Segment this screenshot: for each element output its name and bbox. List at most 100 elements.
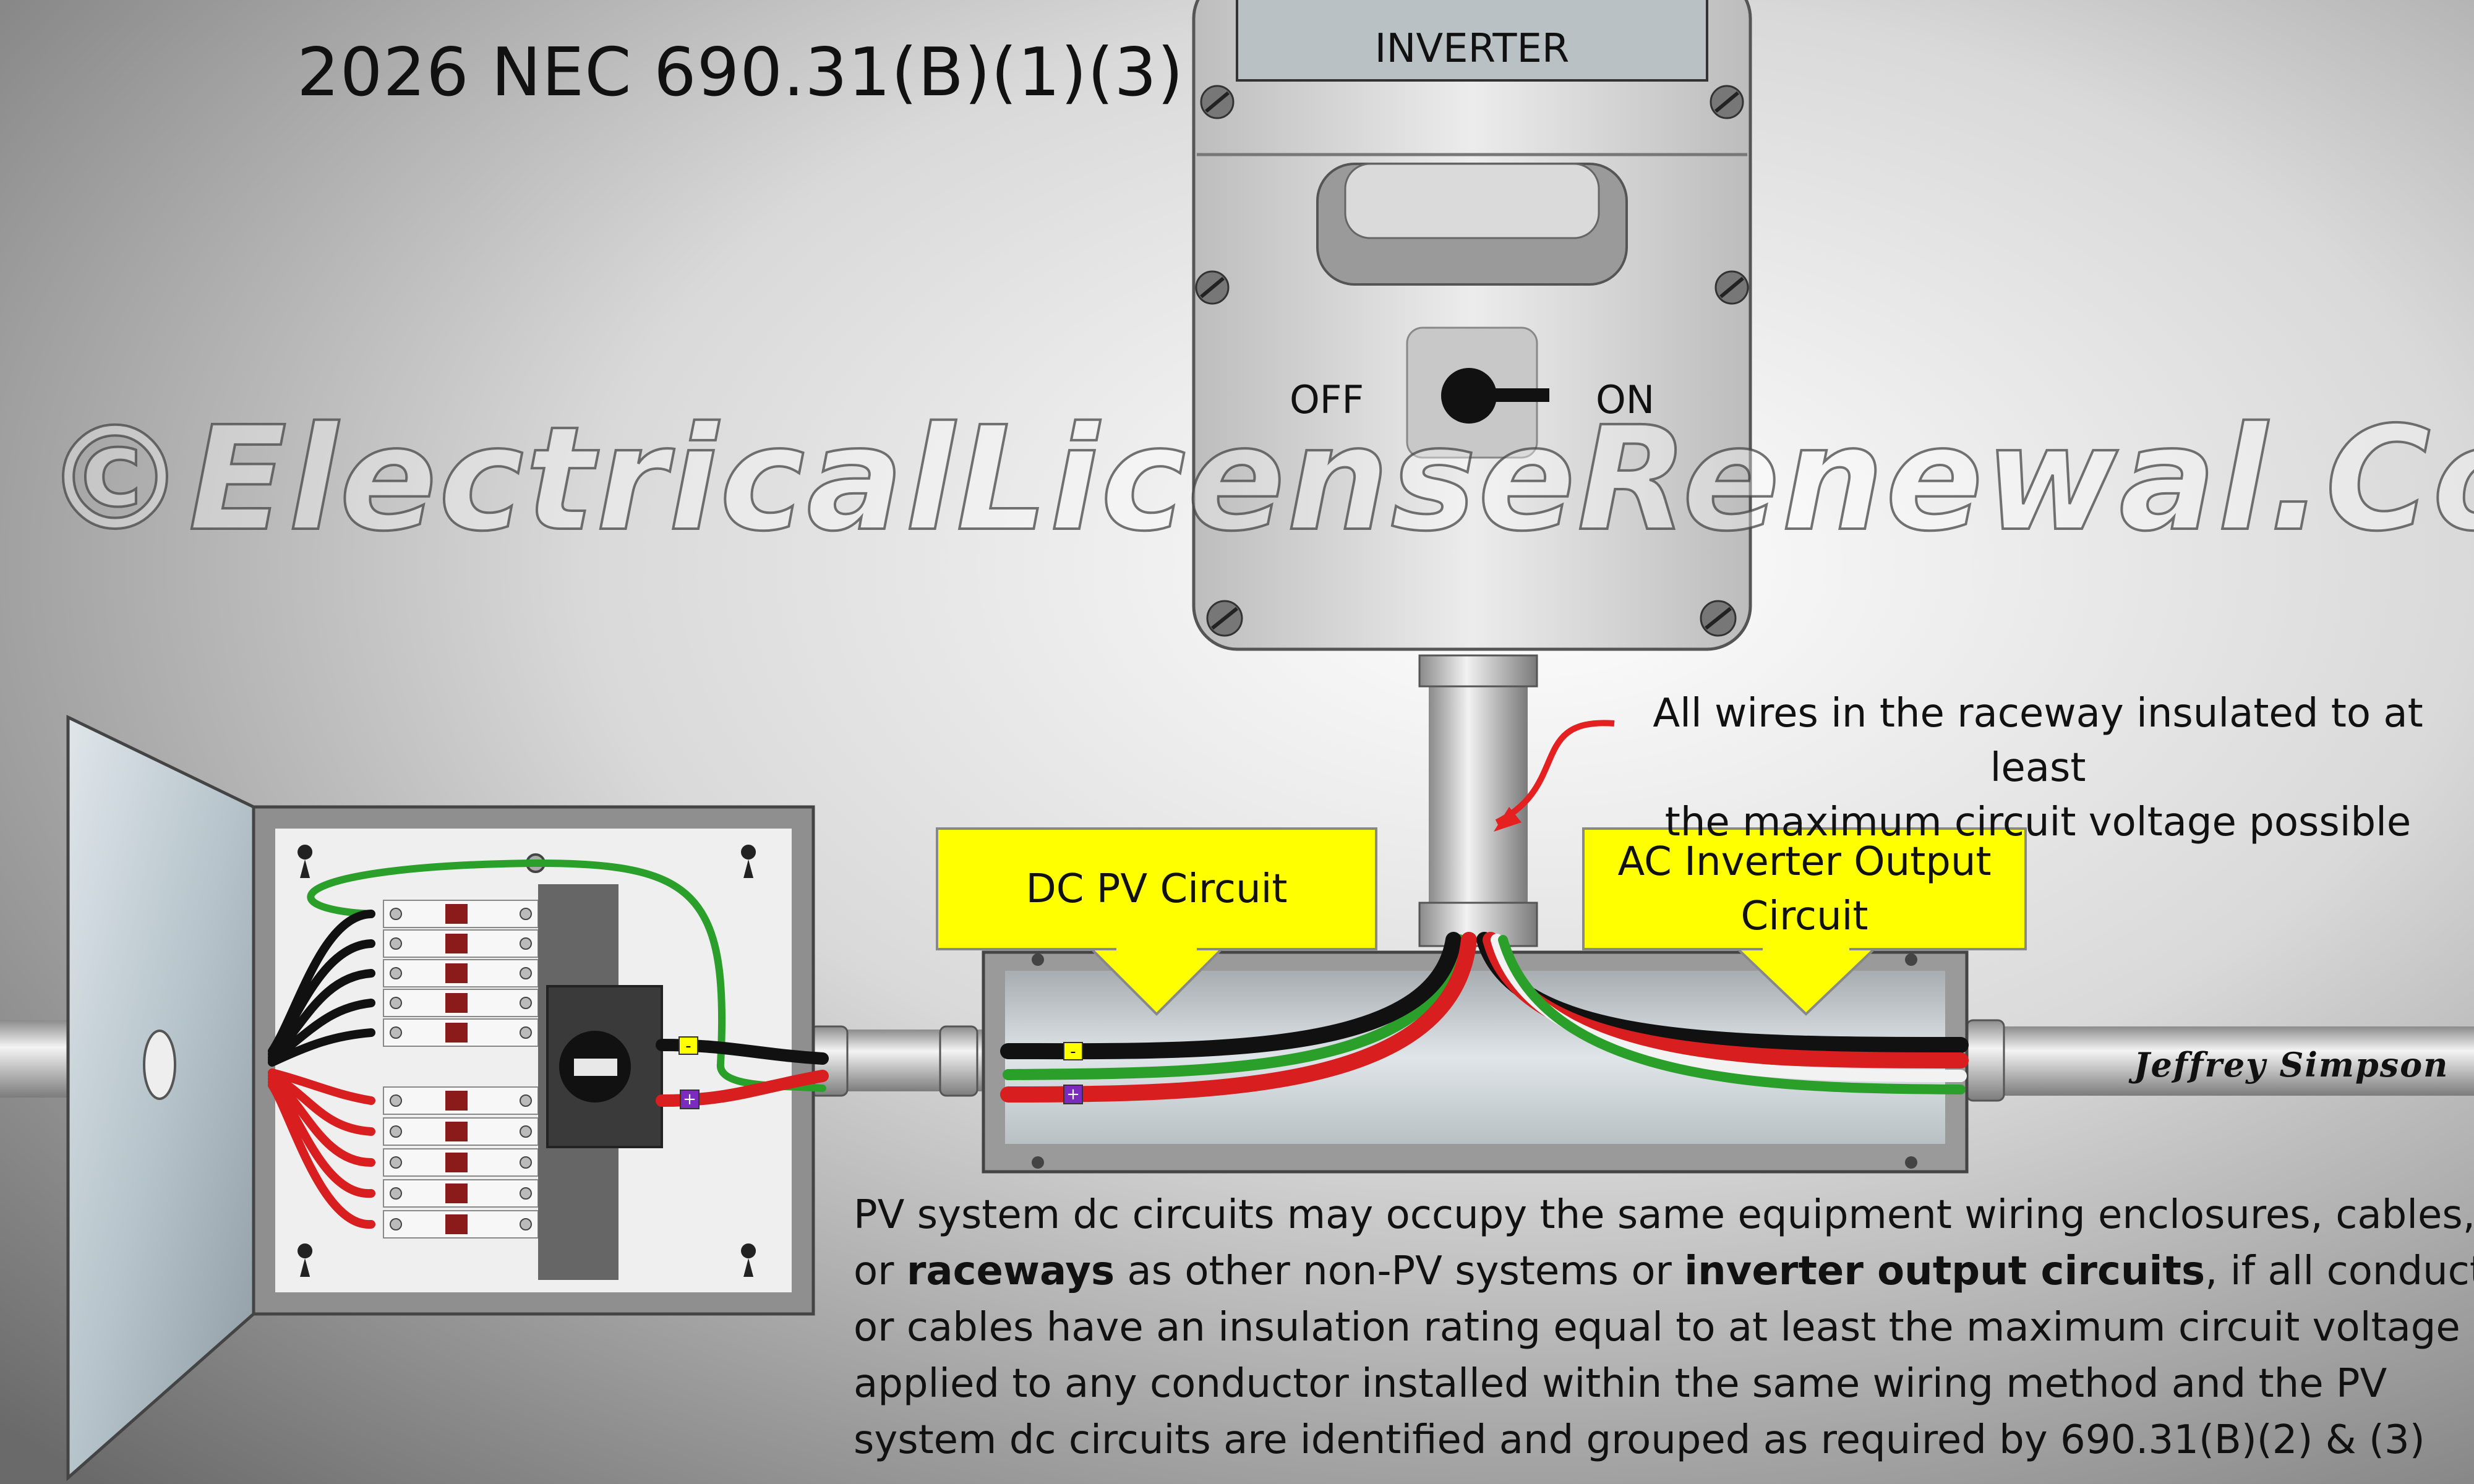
positive-wire	[268, 1075, 375, 1167]
positive-wire	[268, 1068, 375, 1105]
right-conduit	[1961, 1026, 2474, 1096]
ac-green-wire	[1498, 935, 1966, 1094]
terminal-screw-icon	[390, 1187, 402, 1200]
terminal-screw-icon	[390, 908, 402, 920]
fuse-indicator	[445, 1153, 468, 1172]
terminal-screw-icon	[520, 967, 532, 979]
dc-callout-box	[936, 827, 1377, 1016]
emphasis-inverter-output: inverter output circuits	[1684, 1248, 2206, 1294]
ground-wire	[307, 859, 826, 1092]
terminal-screw-icon	[520, 1187, 532, 1200]
raceway-note: All wires in the raceway insulated to at…	[1614, 686, 2462, 850]
dc-disconnect-knob-bar[interactable]	[574, 1059, 617, 1076]
door-latch-icon[interactable]	[143, 1030, 176, 1100]
terminal-screw-icon	[520, 1094, 532, 1107]
ac-label-line: AC Inverter Output	[1617, 838, 1992, 885]
ac-callout-box	[1582, 827, 2027, 1016]
terminal-screw-icon	[390, 1026, 402, 1039]
ac-label-line: Circuit	[1740, 893, 1868, 939]
positive-marker: +	[1063, 1085, 1083, 1104]
terminal-screw-icon	[520, 937, 532, 950]
negative-marker: -	[1063, 1042, 1083, 1061]
terminal-screw-icon	[390, 937, 402, 950]
fuse-indicator	[445, 1091, 468, 1111]
disconnect-lever[interactable]	[1469, 388, 1549, 402]
terminal-screw-icon	[390, 1094, 402, 1107]
screw-icon	[1032, 1156, 1044, 1169]
inverter-display	[1236, 0, 1708, 82]
on-label: ON	[1596, 377, 1655, 422]
terminal-screw-icon	[390, 1125, 402, 1138]
raceway-note-line: All wires in the raceway insulated to at…	[1653, 691, 2423, 791]
page-title: 2026 NEC 690.31(B)(1)(3)	[297, 34, 1184, 111]
description-line: system dc circuits are identified and gr…	[854, 1417, 2425, 1463]
description-line: applied to any conductor installed withi…	[854, 1361, 2387, 1407]
fitting	[939, 1025, 978, 1097]
inverter-handle-recess	[1344, 163, 1600, 239]
description-line: PV system dc circuits may occupy the sam…	[854, 1192, 2474, 1238]
fuse-indicator	[445, 1214, 468, 1234]
fuse-indicator	[445, 1183, 468, 1203]
terminal-screw-icon	[390, 1156, 402, 1169]
negative-wire	[268, 939, 375, 1059]
raceway-wires	[1000, 932, 1969, 1102]
fuse-indicator	[445, 1023, 468, 1043]
negative-wire	[268, 999, 375, 1064]
ac-inverter-output-label: AC Inverter Output Circuit	[1583, 829, 2026, 949]
terminal-screw-icon	[520, 1125, 532, 1138]
keyhole-icon	[741, 1243, 756, 1277]
terminal-screw-icon	[390, 997, 402, 1009]
keyhole-icon	[297, 845, 313, 878]
screw-icon	[1700, 600, 1737, 637]
inverter-label: INVERTER	[1374, 26, 1570, 72]
svg-text:-: -	[685, 1037, 691, 1055]
fuse-indicator	[445, 993, 468, 1013]
screw-icon	[1905, 953, 1917, 966]
terminal-screw-icon	[390, 1218, 402, 1230]
positive-marker: +	[680, 1090, 700, 1109]
screw-icon	[1032, 953, 1044, 966]
terminal-screw-icon	[520, 1218, 532, 1230]
fuse-indicator	[445, 1122, 468, 1141]
svg-text:+: +	[683, 1090, 696, 1109]
screw-icon	[1714, 270, 1749, 305]
raceway-note-line: the maximum circuit voltage possible	[1664, 800, 2412, 845]
description-line: or cables have an insulation rating equa…	[854, 1305, 2460, 1350]
positive-wire	[268, 1081, 375, 1229]
screw-icon	[1206, 600, 1243, 637]
svg-text:+: +	[1066, 1085, 1080, 1104]
fuse-indicator	[445, 934, 468, 953]
fuse-indicator	[445, 963, 468, 983]
negative-wire	[268, 969, 375, 1062]
terminal-screw-icon	[520, 1026, 532, 1039]
keyhole-icon	[741, 845, 756, 878]
author-signature: Jeffrey Simpson	[2134, 1045, 2449, 1085]
fuse-indicator	[445, 904, 468, 924]
keyhole-icon	[297, 1243, 313, 1277]
vertical-fitting	[1418, 654, 1538, 688]
terminal-screw-icon	[520, 1156, 532, 1169]
red-arrow-icon	[1495, 720, 1615, 825]
dc-green-wire	[1003, 934, 1465, 1080]
emphasis-raceways: raceways	[906, 1248, 1115, 1294]
negative-wire	[268, 1028, 375, 1067]
screw-icon	[1905, 1156, 1917, 1169]
dc-pv-circuit-label: DC PV Circuit	[1025, 866, 1288, 912]
screw-icon	[1195, 270, 1230, 305]
negative-marker: -	[678, 1036, 698, 1055]
description: PV system dc circuits may occupy the sam…	[854, 1187, 2474, 1469]
copyright-watermark: ©ElectricalLicenseRenewal.Com 2026	[42, 394, 2474, 564]
inverter-body	[1192, 0, 1752, 651]
positive-wire	[268, 1072, 375, 1136]
description-line: or raceways as other non-PV systems or i…	[854, 1248, 2474, 1294]
terminal-screw-icon	[390, 967, 402, 979]
svg-text:-: -	[1070, 1043, 1076, 1061]
terminal-screw-icon	[520, 908, 532, 920]
off-label: OFF	[1290, 377, 1364, 422]
dc-positive-wire	[1000, 932, 1477, 1102]
screw-icon	[1710, 85, 1744, 119]
fuse-holders	[383, 900, 539, 1239]
red-arrowhead-icon	[1494, 807, 1522, 832]
vertical-conduit	[1429, 680, 1528, 903]
